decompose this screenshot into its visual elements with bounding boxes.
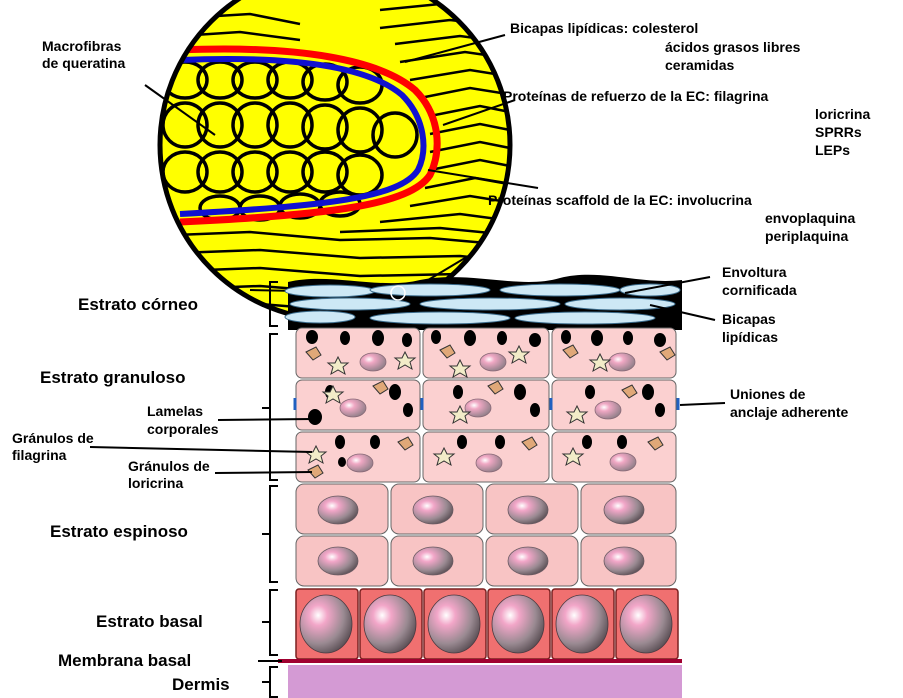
label-lamelas-1: Lamelas [147, 403, 203, 419]
label-estrato-espinoso: Estrato espinoso [50, 522, 188, 542]
label-filagrina-2: filagrina [12, 447, 66, 463]
label-loricrina-2: loricrina [128, 475, 183, 491]
label-bicapas-2: lipídicas [722, 329, 778, 345]
label-estrato-corneo: Estrato córneo [78, 295, 198, 315]
layer-brackets [262, 282, 278, 697]
label-bicapas-zoom-head: Bicapas lipídicas: colesterol [510, 20, 698, 36]
label-membrana-basal: Membrana basal [58, 651, 191, 671]
label-bicapas-zoom-3: ceramidas [665, 57, 734, 73]
label-macrofibras-2: de queratina [42, 55, 125, 71]
label-lamelas-2: corporales [147, 421, 219, 437]
label-refuerzo-2: loricrina [815, 106, 870, 122]
label-refuerzo-4: LEPs [815, 142, 850, 158]
label-filagrina-1: Gránulos de [12, 430, 94, 446]
label-scaffold-head: Proteínas scaffold de la EC: involucrina [488, 192, 752, 208]
label-uniones-2: anclaje adherente [730, 404, 848, 420]
label-loricrina-1: Gránulos de [128, 458, 210, 474]
label-refuerzo-head: Proteínas de refuerzo de la EC: filagrin… [503, 88, 768, 104]
label-uniones-1: Uniones de [730, 386, 805, 402]
label-estrato-granuloso: Estrato granuloso [40, 368, 185, 388]
label-macrofibras-1: Macrofibras [42, 38, 121, 54]
stratum-corneum [285, 275, 682, 330]
label-scaffold-2: envoplaquina [765, 210, 855, 226]
label-envoltura-1: Envoltura [722, 264, 787, 280]
label-scaffold-3: periplaquina [765, 228, 848, 244]
label-envoltura-2: cornificada [722, 282, 797, 298]
dermis-layer [288, 665, 682, 698]
label-dermis: Dermis [172, 675, 230, 695]
zoom-circle [150, 0, 520, 320]
label-estrato-basal: Estrato basal [96, 612, 203, 632]
label-bicapas-zoom-2: ácidos grasos libres [665, 39, 800, 55]
label-bicapas-1: Bicapas [722, 311, 776, 327]
label-refuerzo-3: SPRRs [815, 124, 862, 140]
